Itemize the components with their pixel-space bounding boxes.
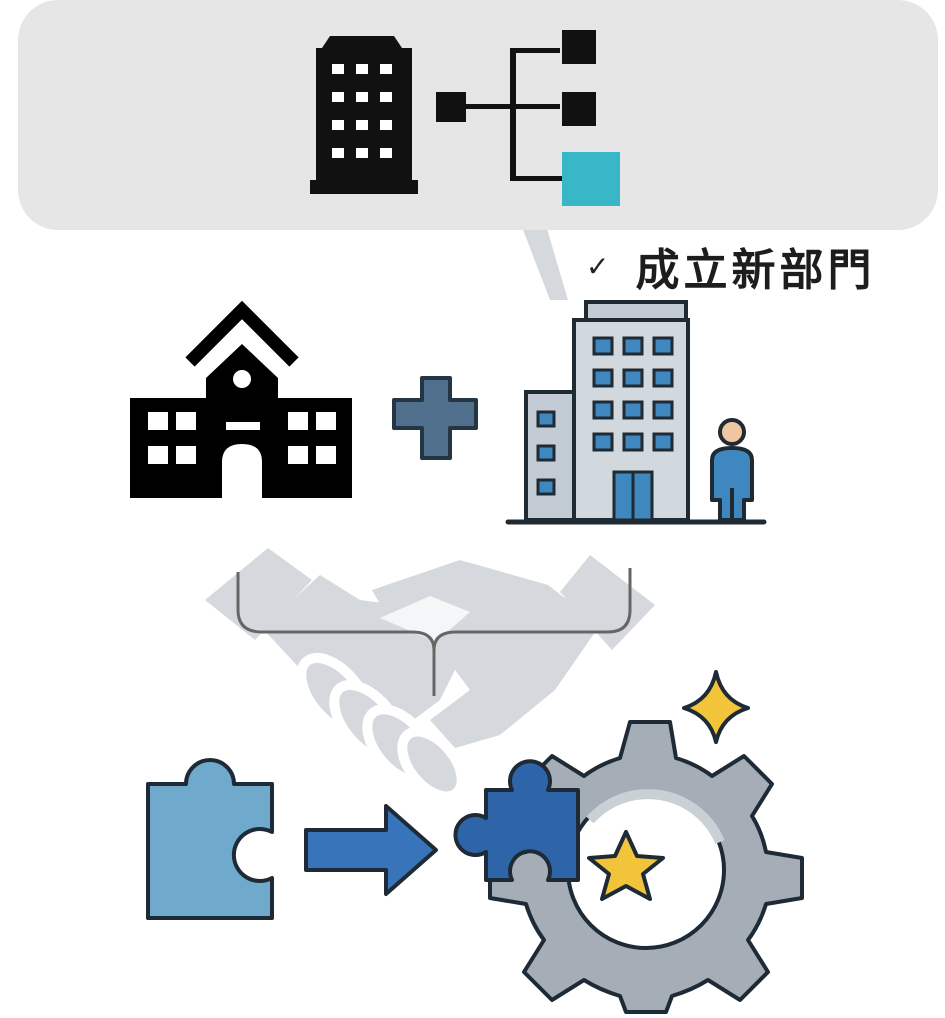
caption-label: 成立新部門 <box>635 245 876 296</box>
person-icon <box>710 418 754 522</box>
banner-panel <box>18 0 938 230</box>
plus-icon <box>392 376 478 460</box>
office-building-icon <box>310 36 418 194</box>
sparkle-icon <box>682 670 750 744</box>
brace-connector <box>236 568 632 696</box>
handshake-icon <box>205 548 655 802</box>
puzzle-piece-icon <box>146 758 274 920</box>
checkmark-icon: ✓ <box>586 249 610 283</box>
pointer-connector <box>520 222 568 300</box>
star-icon <box>587 830 665 901</box>
school-icon <box>130 300 352 498</box>
arrow-right-icon <box>304 804 438 896</box>
new-department-caption: ✓ 成立新部門 <box>586 236 875 296</box>
puzzle-piece-icon <box>453 759 580 882</box>
org-chart-icon <box>436 30 620 206</box>
office-tower-icon <box>505 300 767 525</box>
